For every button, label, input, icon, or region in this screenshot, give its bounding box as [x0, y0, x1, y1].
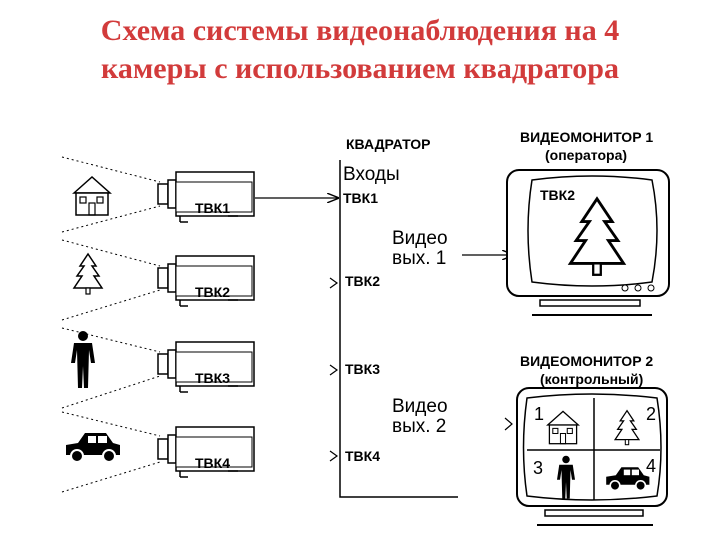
- monitor-1: ВИДЕОМОНИТОР 1 (оператора) ТВК2: [506, 129, 670, 316]
- video-out-1-line1: Видео: [392, 228, 448, 249]
- quadrator-input-4: ТВК4: [345, 448, 380, 464]
- quadrator-input-1: ТВК1: [343, 190, 378, 206]
- tree-icon: [73, 253, 103, 295]
- person-icon: [71, 331, 95, 388]
- camera-label-2: ТВК2: [195, 284, 230, 300]
- car-icon: [65, 432, 121, 463]
- quadrator-input-3: ТВК3: [345, 361, 380, 377]
- monitor-2-subtitle: (контрольный): [540, 371, 643, 387]
- monitor-2-title: ВИДЕОМОНИТОР 2: [520, 353, 653, 369]
- quadrant-4-number: 4: [646, 456, 656, 476]
- diagram-title: Схема системы видеонаблюдения на 4 камер…: [0, 12, 720, 88]
- camera-row-1: ТВК1: [61, 156, 338, 233]
- camera-label-4: ТВК4: [195, 455, 230, 471]
- monitor-2: ВИДЕОМОНИТОР 2 (контрольный) 1 2 3 4: [516, 353, 668, 526]
- video-out-2-line2: вых. 2: [392, 416, 446, 437]
- title-line-2: камеры с использованием квадратора: [101, 52, 619, 85]
- quadrant-1-number: 1: [534, 404, 544, 424]
- quadrant-2-number: 2: [646, 404, 656, 424]
- video-out-1-line2: вых. 1: [392, 248, 446, 269]
- monitor-1-title: ВИДЕОМОНИТОР 1: [520, 129, 653, 145]
- quadrator-title: КВАДРАТОР: [346, 136, 431, 152]
- quadrator-inputs-label: Входы: [343, 164, 400, 185]
- monitor-1-subtitle: (оператора): [545, 147, 627, 163]
- quadrator: КВАДРАТОР Входы ТВК1 ТВК2 ТВК3 ТВК4 Виде…: [329, 136, 513, 498]
- quadrant-3-number: 3: [533, 458, 543, 478]
- camera-row-3: ТВК3: [61, 327, 255, 409]
- camera-label-3: ТВК3: [195, 370, 230, 386]
- house-icon: [73, 176, 111, 216]
- quadrator-input-2: ТВК2: [345, 273, 380, 289]
- video-out-2-line1: Видео: [392, 396, 448, 417]
- camera-row-2: ТВК2: [61, 239, 255, 321]
- camera-row-4: ТВК4: [61, 411, 255, 493]
- camera-label-1: ТВК1: [195, 200, 230, 216]
- title-line-1: Схема системы видеонаблюдения на 4: [100, 14, 620, 47]
- monitor-1-screen-label: ТВК2: [540, 187, 575, 203]
